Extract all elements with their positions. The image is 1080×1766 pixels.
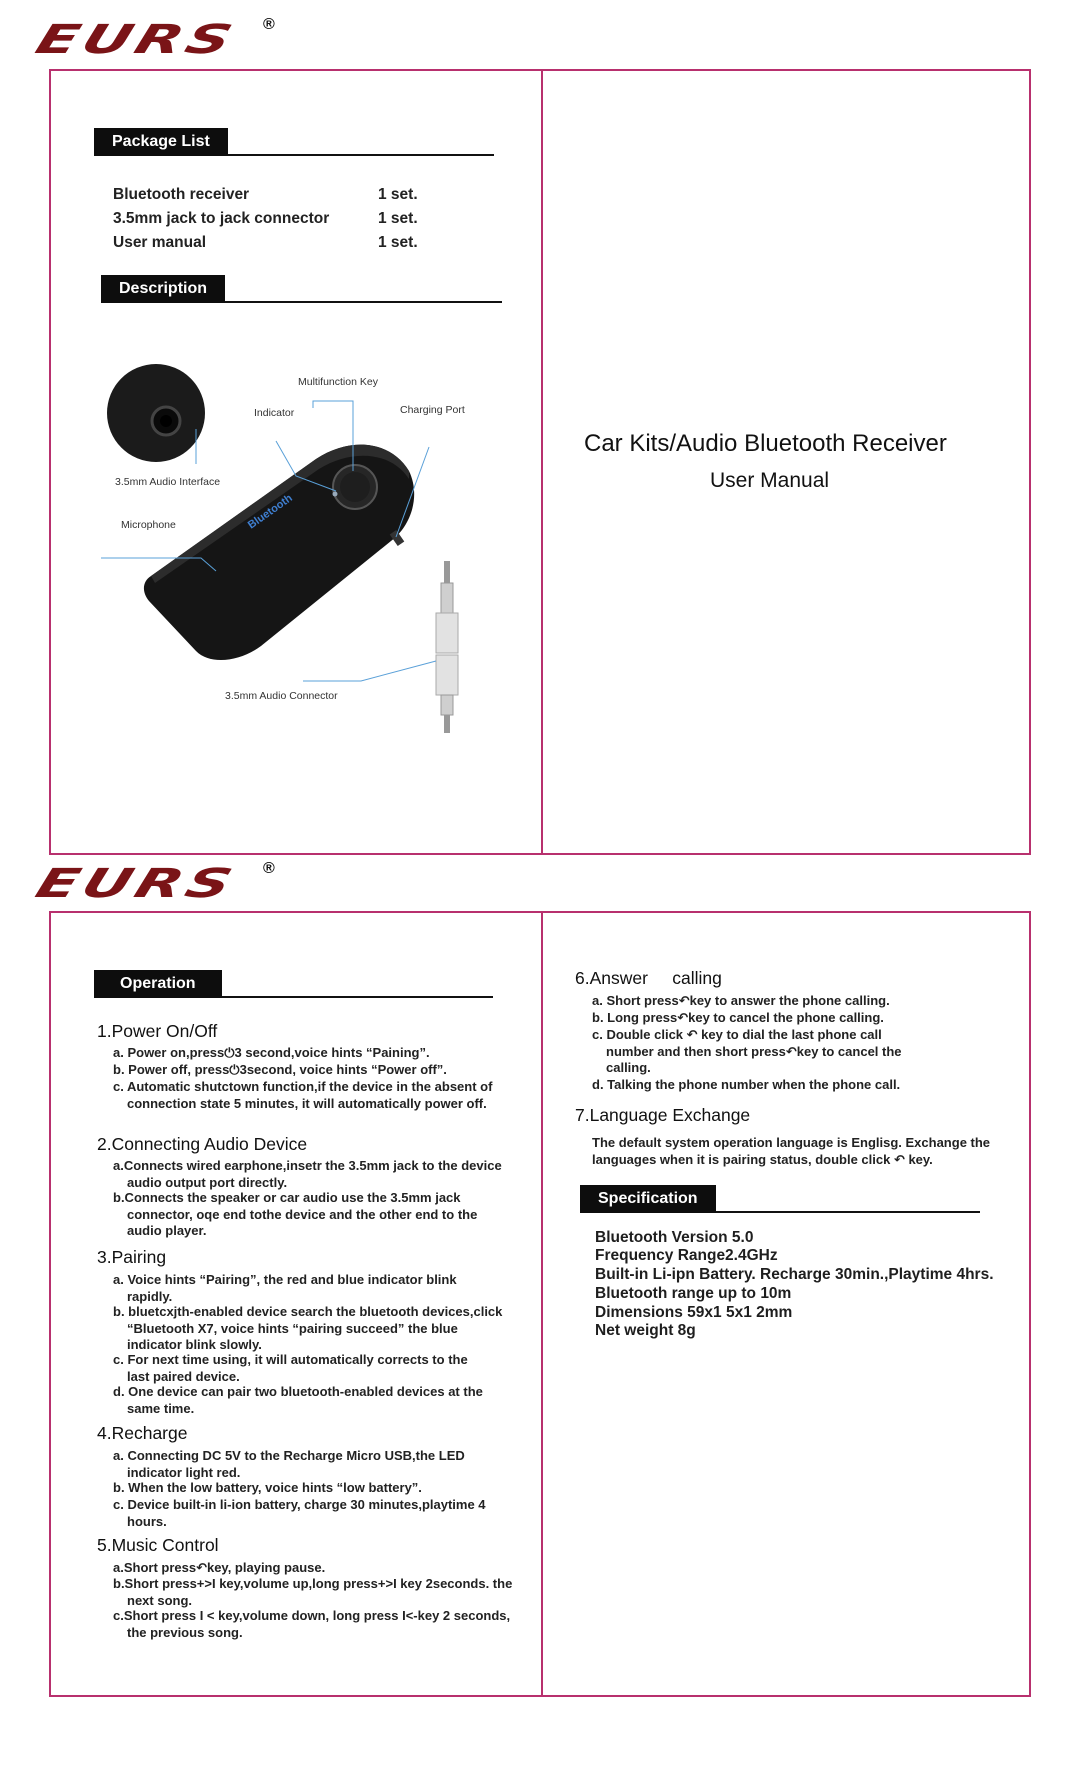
operation-heading: Operation <box>94 970 493 998</box>
label-indicator: Indicator <box>254 407 295 419</box>
list-item: a. Short press↶key to answer the phone c… <box>592 993 890 1008</box>
page-divider <box>541 71 543 853</box>
label-charging-port: Charging Port <box>400 404 465 416</box>
list-item: a. Connecting DC 5V to the Recharge Micr… <box>113 1448 465 1480</box>
section-title-answer-text: 6.Answer calling <box>575 968 722 988</box>
list-item: b.Short press+>I key,volume up,long pres… <box>113 1576 513 1608</box>
spec-line: Net weight 8g <box>595 1322 696 1339</box>
spec-line: Bluetooth range up to 10m <box>595 1285 792 1302</box>
brand-logo-top: EURS ® <box>30 16 275 63</box>
spec-line: Dimensions 59x1 5x1 2mm <box>595 1304 793 1321</box>
label-microphone: Microphone <box>121 519 176 531</box>
list-item: b.Connects the speaker or car audio use … <box>113 1190 478 1238</box>
label-audio-connector: 3.5mm Audio Connector <box>225 690 338 702</box>
list-item: c. For next time using, it will automati… <box>113 1352 468 1384</box>
brand-wordmark: EURS <box>30 861 243 907</box>
brand-logo-bottom: EURS ® <box>30 860 275 907</box>
charging-port-slot <box>389 529 405 547</box>
package-item-name: 3.5mm jack to jack connector <box>113 210 330 227</box>
heading-rule <box>221 996 493 998</box>
list-item: c. Device built-in li-ion battery, charg… <box>113 1497 486 1529</box>
registered-mark: ® <box>263 16 275 33</box>
heading-rule <box>715 1211 980 1213</box>
list-item: a. Voice hints “Pairing”, the red and bl… <box>113 1272 457 1304</box>
list-item: c. Automatic shutctown function,if the d… <box>113 1079 493 1111</box>
section-title-connecting: 2.Connecting Audio Device <box>97 1134 308 1154</box>
description-heading: Description <box>101 275 502 303</box>
section-title-answer: 6.Answer calling <box>575 968 722 989</box>
section-title-language: 7.Language Exchange <box>575 1105 751 1125</box>
language-text: The default system operation language is… <box>592 1135 991 1167</box>
list-item: b. bluetcxjth-enabled device search the … <box>113 1304 503 1352</box>
manual-page-1: Package List Bluetooth receiver 1 set. 3… <box>49 69 1031 855</box>
operation-heading-label: Operation <box>94 970 222 998</box>
label-multifunction-key: Multifunction Key <box>298 376 378 388</box>
package-list-heading-label: Package List <box>94 128 228 156</box>
indicator-led <box>332 491 338 497</box>
package-item-qty: 1 set. <box>378 186 418 203</box>
list-item: d. Talking the phone number when the pho… <box>592 1077 901 1092</box>
registered-mark: ® <box>263 860 275 877</box>
list-item: a.Connects wired earphone,insetr the 3.5… <box>113 1158 502 1190</box>
heading-rule <box>227 154 494 156</box>
cover-subtitle: User Manual <box>710 469 830 492</box>
package-list-heading: Package List <box>94 128 494 156</box>
list-item: a.Short press↶key, playing pause. <box>113 1560 326 1575</box>
package-item-qty: 1 set. <box>378 210 418 227</box>
section-title-music: 5.Music Control <box>97 1535 219 1555</box>
brand-wordmark: EURS <box>30 17 243 63</box>
list-item: a. Power on,press⏻3 second,voice hints “… <box>113 1045 430 1060</box>
spec-line: Bluetooth Version 5.0 <box>595 1229 754 1246</box>
cover-title: Car Kits/Audio Bluetooth Receiver <box>584 430 947 457</box>
package-item-name: User manual <box>113 234 207 251</box>
product-diagram: Bluetooth <box>101 364 459 733</box>
spec-line: Built-in Li-ipn Battery. Recharge 30min.… <box>595 1266 994 1283</box>
section-title-recharge: 4.Recharge <box>97 1423 188 1443</box>
specification-heading-label: Specification <box>580 1185 716 1213</box>
list-item: b. Power off, press⏻3second, voice hints… <box>113 1062 447 1077</box>
package-item-qty: 1 set. <box>378 234 418 251</box>
list-item: c. Double click ↶ key to dial the last p… <box>592 1027 902 1075</box>
jack-connector <box>435 561 459 733</box>
list-item: d. One device can pair two bluetooth-ena… <box>113 1384 483 1416</box>
label-audio-interface: 3.5mm Audio Interface <box>115 476 221 488</box>
list-item: c.Short press I < key,volume down, long … <box>113 1608 511 1640</box>
specification-heading: Specification <box>580 1185 980 1213</box>
heading-rule <box>225 301 502 303</box>
section-title-pairing: 3.Pairing <box>97 1247 167 1267</box>
list-item: b. When the low battery, voice hints “lo… <box>113 1480 422 1495</box>
section-title-power: 1.Power On/Off <box>97 1021 218 1041</box>
list-item: b. Long press↶key to cancel the phone ca… <box>592 1010 884 1025</box>
manual-page-2: Operation 1.Power On/Off a. Power on,pre… <box>49 911 1031 1697</box>
package-item-name: Bluetooth receiver <box>113 186 250 203</box>
description-heading-label: Description <box>101 275 226 303</box>
spec-line: Frequency Range2.4GHz <box>595 1247 778 1264</box>
page-divider <box>541 913 543 1695</box>
